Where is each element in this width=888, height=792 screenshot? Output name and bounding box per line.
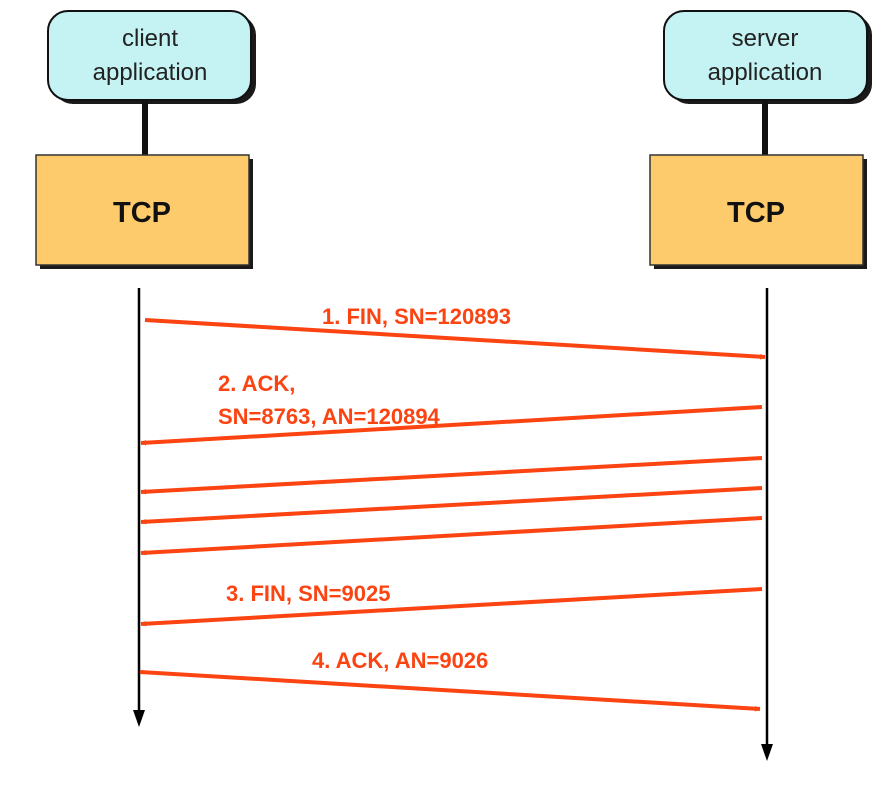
- server-app-label-line2: application: [708, 59, 823, 86]
- server-app-connector: [762, 100, 768, 156]
- message-ack-2-label-line2: SN=8763, AN=120894: [218, 404, 441, 429]
- client-app-label-line2: application: [93, 59, 208, 86]
- client-app-label-line1: client: [122, 25, 178, 52]
- client-application-box: client application: [47, 10, 256, 104]
- client-tcp-box: TCP: [35, 154, 253, 269]
- server-tcp-label: TCP: [727, 197, 785, 229]
- message-fin-3-label: 3. FIN, SN=9025: [226, 581, 390, 606]
- data-segment-3: [140, 516, 763, 556]
- message-fin-1: 1. FIN, SN=120893: [144, 304, 766, 360]
- server-app-label-line1: server: [732, 25, 799, 52]
- server-application-box: server application: [663, 10, 872, 104]
- message-fin-1-label: 1. FIN, SN=120893: [322, 304, 511, 329]
- message-ack-2-label-line1: 2. ACK,: [218, 371, 295, 396]
- client-app-connector: [142, 100, 148, 156]
- message-fin-3: 3. FIN, SN=9025: [140, 581, 763, 627]
- data-segment-2: [140, 486, 763, 525]
- message-ack-2: 2. ACK, SN=8763, AN=120894: [140, 371, 763, 446]
- server-tcp-box: TCP: [649, 154, 867, 269]
- data-segment-1: [140, 456, 763, 495]
- message-ack-4-label: 4. ACK, AN=9026: [312, 648, 488, 673]
- client-timeline: [133, 288, 145, 727]
- client-tcp-label: TCP: [113, 197, 171, 229]
- server-timeline: [761, 288, 773, 761]
- message-ack-4: 4. ACK, AN=9026: [139, 648, 761, 712]
